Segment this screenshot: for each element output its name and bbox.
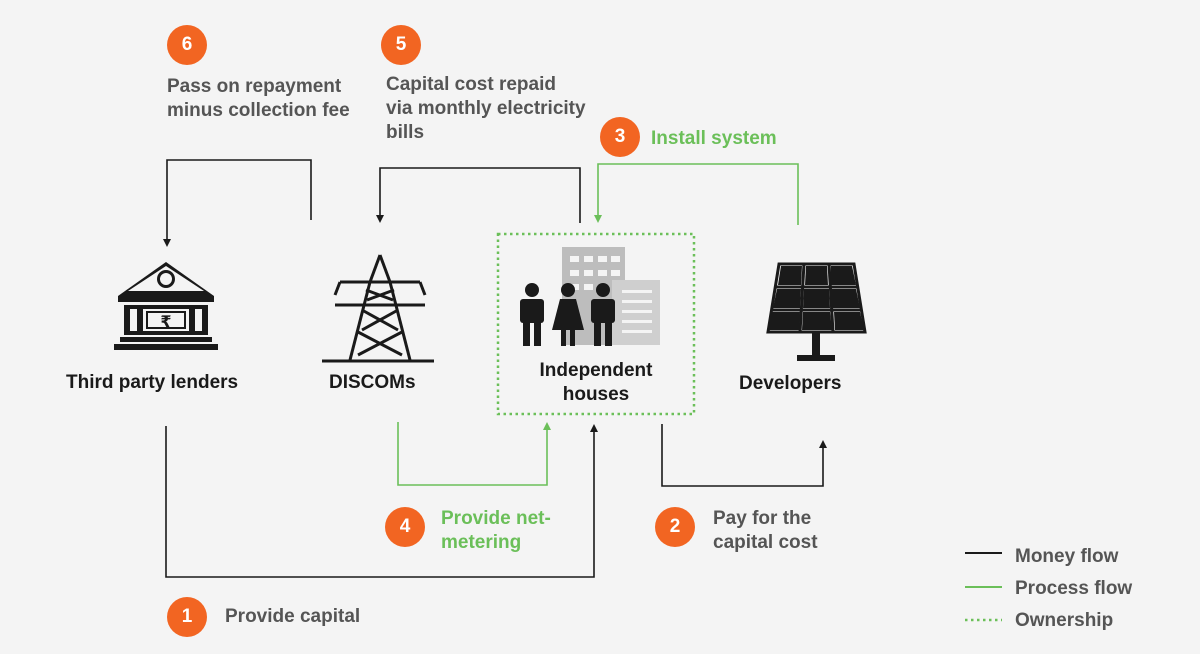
solar-panel-icon bbox=[766, 262, 867, 361]
step-6-badge: 6 bbox=[167, 25, 207, 65]
step-3-text: Install system bbox=[651, 128, 777, 149]
svg-text:₹: ₹ bbox=[160, 312, 171, 331]
flow-6-line bbox=[163, 159, 312, 247]
flow-4-line bbox=[397, 422, 551, 486]
step-1-badge: 1 bbox=[167, 597, 207, 637]
legend-process-label: Process flow bbox=[1015, 578, 1133, 599]
step-2-badge: 2 bbox=[655, 507, 695, 547]
node-houses-label: Independent houses bbox=[539, 360, 653, 405]
transmission-tower-icon bbox=[322, 254, 434, 363]
flow-5-line bbox=[376, 167, 581, 223]
step-4-text: Provide net-metering bbox=[441, 508, 551, 553]
step-4-badge: 4 bbox=[385, 507, 425, 547]
bank-rupee-icon: ₹ bbox=[114, 262, 218, 350]
step-2-text: Pay for the capital cost bbox=[713, 508, 818, 553]
legend-money-label: Money flow bbox=[1015, 546, 1119, 567]
node-lenders-label: Third party lenders bbox=[66, 372, 239, 393]
step-3-badge: 3 bbox=[600, 117, 640, 157]
flow-3-line bbox=[594, 163, 799, 225]
node-discoms-label: DISCOMs bbox=[329, 372, 416, 393]
ownership-box bbox=[496, 232, 696, 416]
step-5-text: Capital cost repaid via monthly electric… bbox=[386, 74, 586, 143]
legend-ownership-label: Ownership bbox=[1015, 610, 1114, 631]
step-5-badge: 5 bbox=[381, 25, 421, 65]
family-buildings-icon bbox=[520, 247, 660, 346]
flow-2-line bbox=[661, 424, 827, 487]
step-1-text: Provide capital bbox=[225, 606, 361, 627]
node-developers-label: Developers bbox=[739, 373, 842, 394]
step-6-text: Pass on repayment minus collection fee bbox=[167, 76, 350, 121]
flow-1-line bbox=[165, 424, 598, 578]
